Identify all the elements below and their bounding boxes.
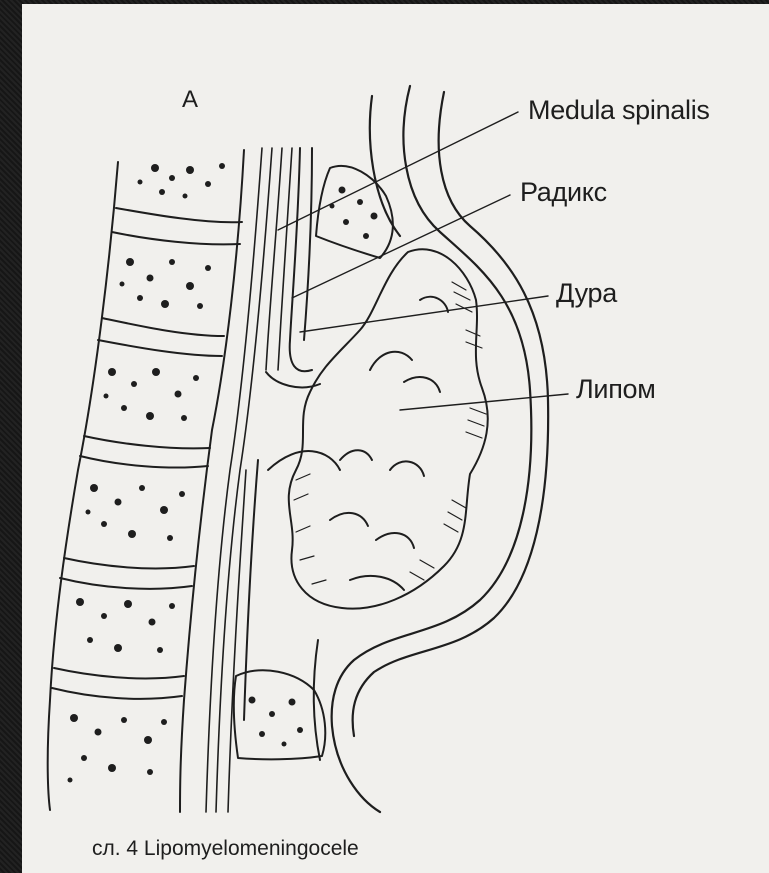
label-medula-spinalis: Medula spinalis <box>528 95 710 126</box>
label-radiks: Радикс <box>520 177 607 208</box>
label-dura: Дура <box>556 278 617 309</box>
panel-letter: A <box>182 86 198 114</box>
bone-stipple <box>68 163 226 783</box>
spinal-canal <box>206 148 292 812</box>
figure-caption: сл. 4 Lipomyelomeningocele <box>92 837 359 861</box>
leader-lines <box>278 112 568 410</box>
meningocele-sac <box>332 86 549 812</box>
leader-radiks <box>292 195 510 298</box>
lipoma-mass <box>289 249 488 608</box>
leader-medula-spinalis <box>278 112 518 230</box>
vertebral-bodies <box>48 150 244 812</box>
lipoma-hatching <box>294 282 486 584</box>
posterior-lamina-lower <box>234 670 325 759</box>
label-lipom: Липом <box>576 374 656 405</box>
